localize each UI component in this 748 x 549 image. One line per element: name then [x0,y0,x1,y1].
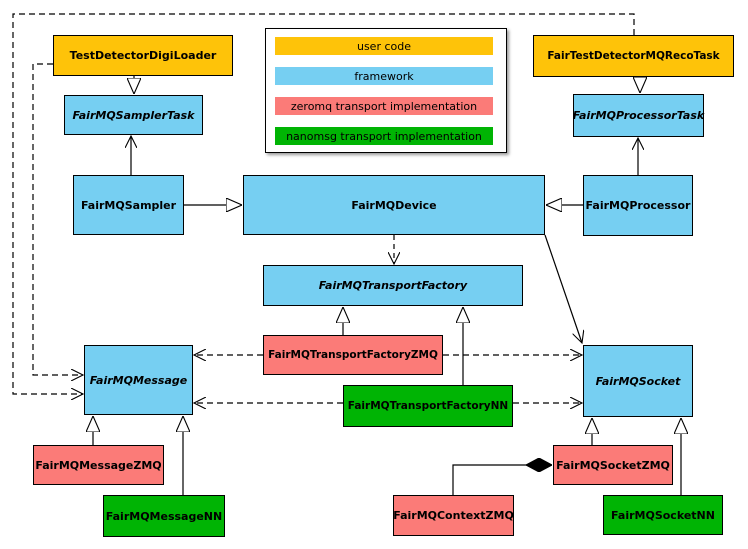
node-fairmqsocketnn: FairMQSocketNN [603,495,723,535]
node-fairtestdetectormqrecotask: FairTestDetectorMQRecoTask [533,35,734,77]
node-fairmqprocessor: FairMQProcessor [583,175,693,236]
node-fairmqmessagenn: FairMQMessageNN [103,495,225,537]
node-testdetectordigiloader: TestDetectorDigiLoader [53,35,233,76]
node-fairmqtransportfactoryzmq: FairMQTransportFactoryZMQ [263,335,443,375]
edge-digiloader-message-dashed [32,63,83,375]
node-fairmqtransportfactory: FairMQTransportFactory [263,265,523,306]
node-fairmqprocessortask: FairMQProcessorTask [573,94,704,137]
legend-item-zeromq: zeromq transport implementation [275,97,493,115]
node-fairmqsocket: FairMQSocket [583,345,693,417]
legend: user code framework zeromq transport imp… [265,28,507,153]
node-fairmqdevice: FairMQDevice [243,175,545,235]
legend-item-framework: framework [275,67,493,85]
edge-socketzmq-contextzmq-composition [452,465,552,495]
node-fairmqcontextzmq: FairMQContextZMQ [393,495,514,536]
node-fairmqsocketzmq: FairMQSocketZMQ [553,445,673,485]
node-fairmqtransportfactorynn: FairMQTransportFactoryNN [343,385,513,427]
edge-device-socket [544,234,582,343]
node-fairmqmessage: FairMQMessage [84,345,193,415]
node-fairmqsampler: FairMQSampler [73,175,184,235]
edge-recotask-message-dashed [12,13,635,394]
legend-item-nanomsg: nanomsg transport implementation [275,127,493,145]
legend-item-user-code: user code [275,37,493,55]
node-fairmqsamplertask: FairMQSamplerTask [64,95,203,135]
node-fairmqmessagezmq: FairMQMessageZMQ [33,445,164,485]
